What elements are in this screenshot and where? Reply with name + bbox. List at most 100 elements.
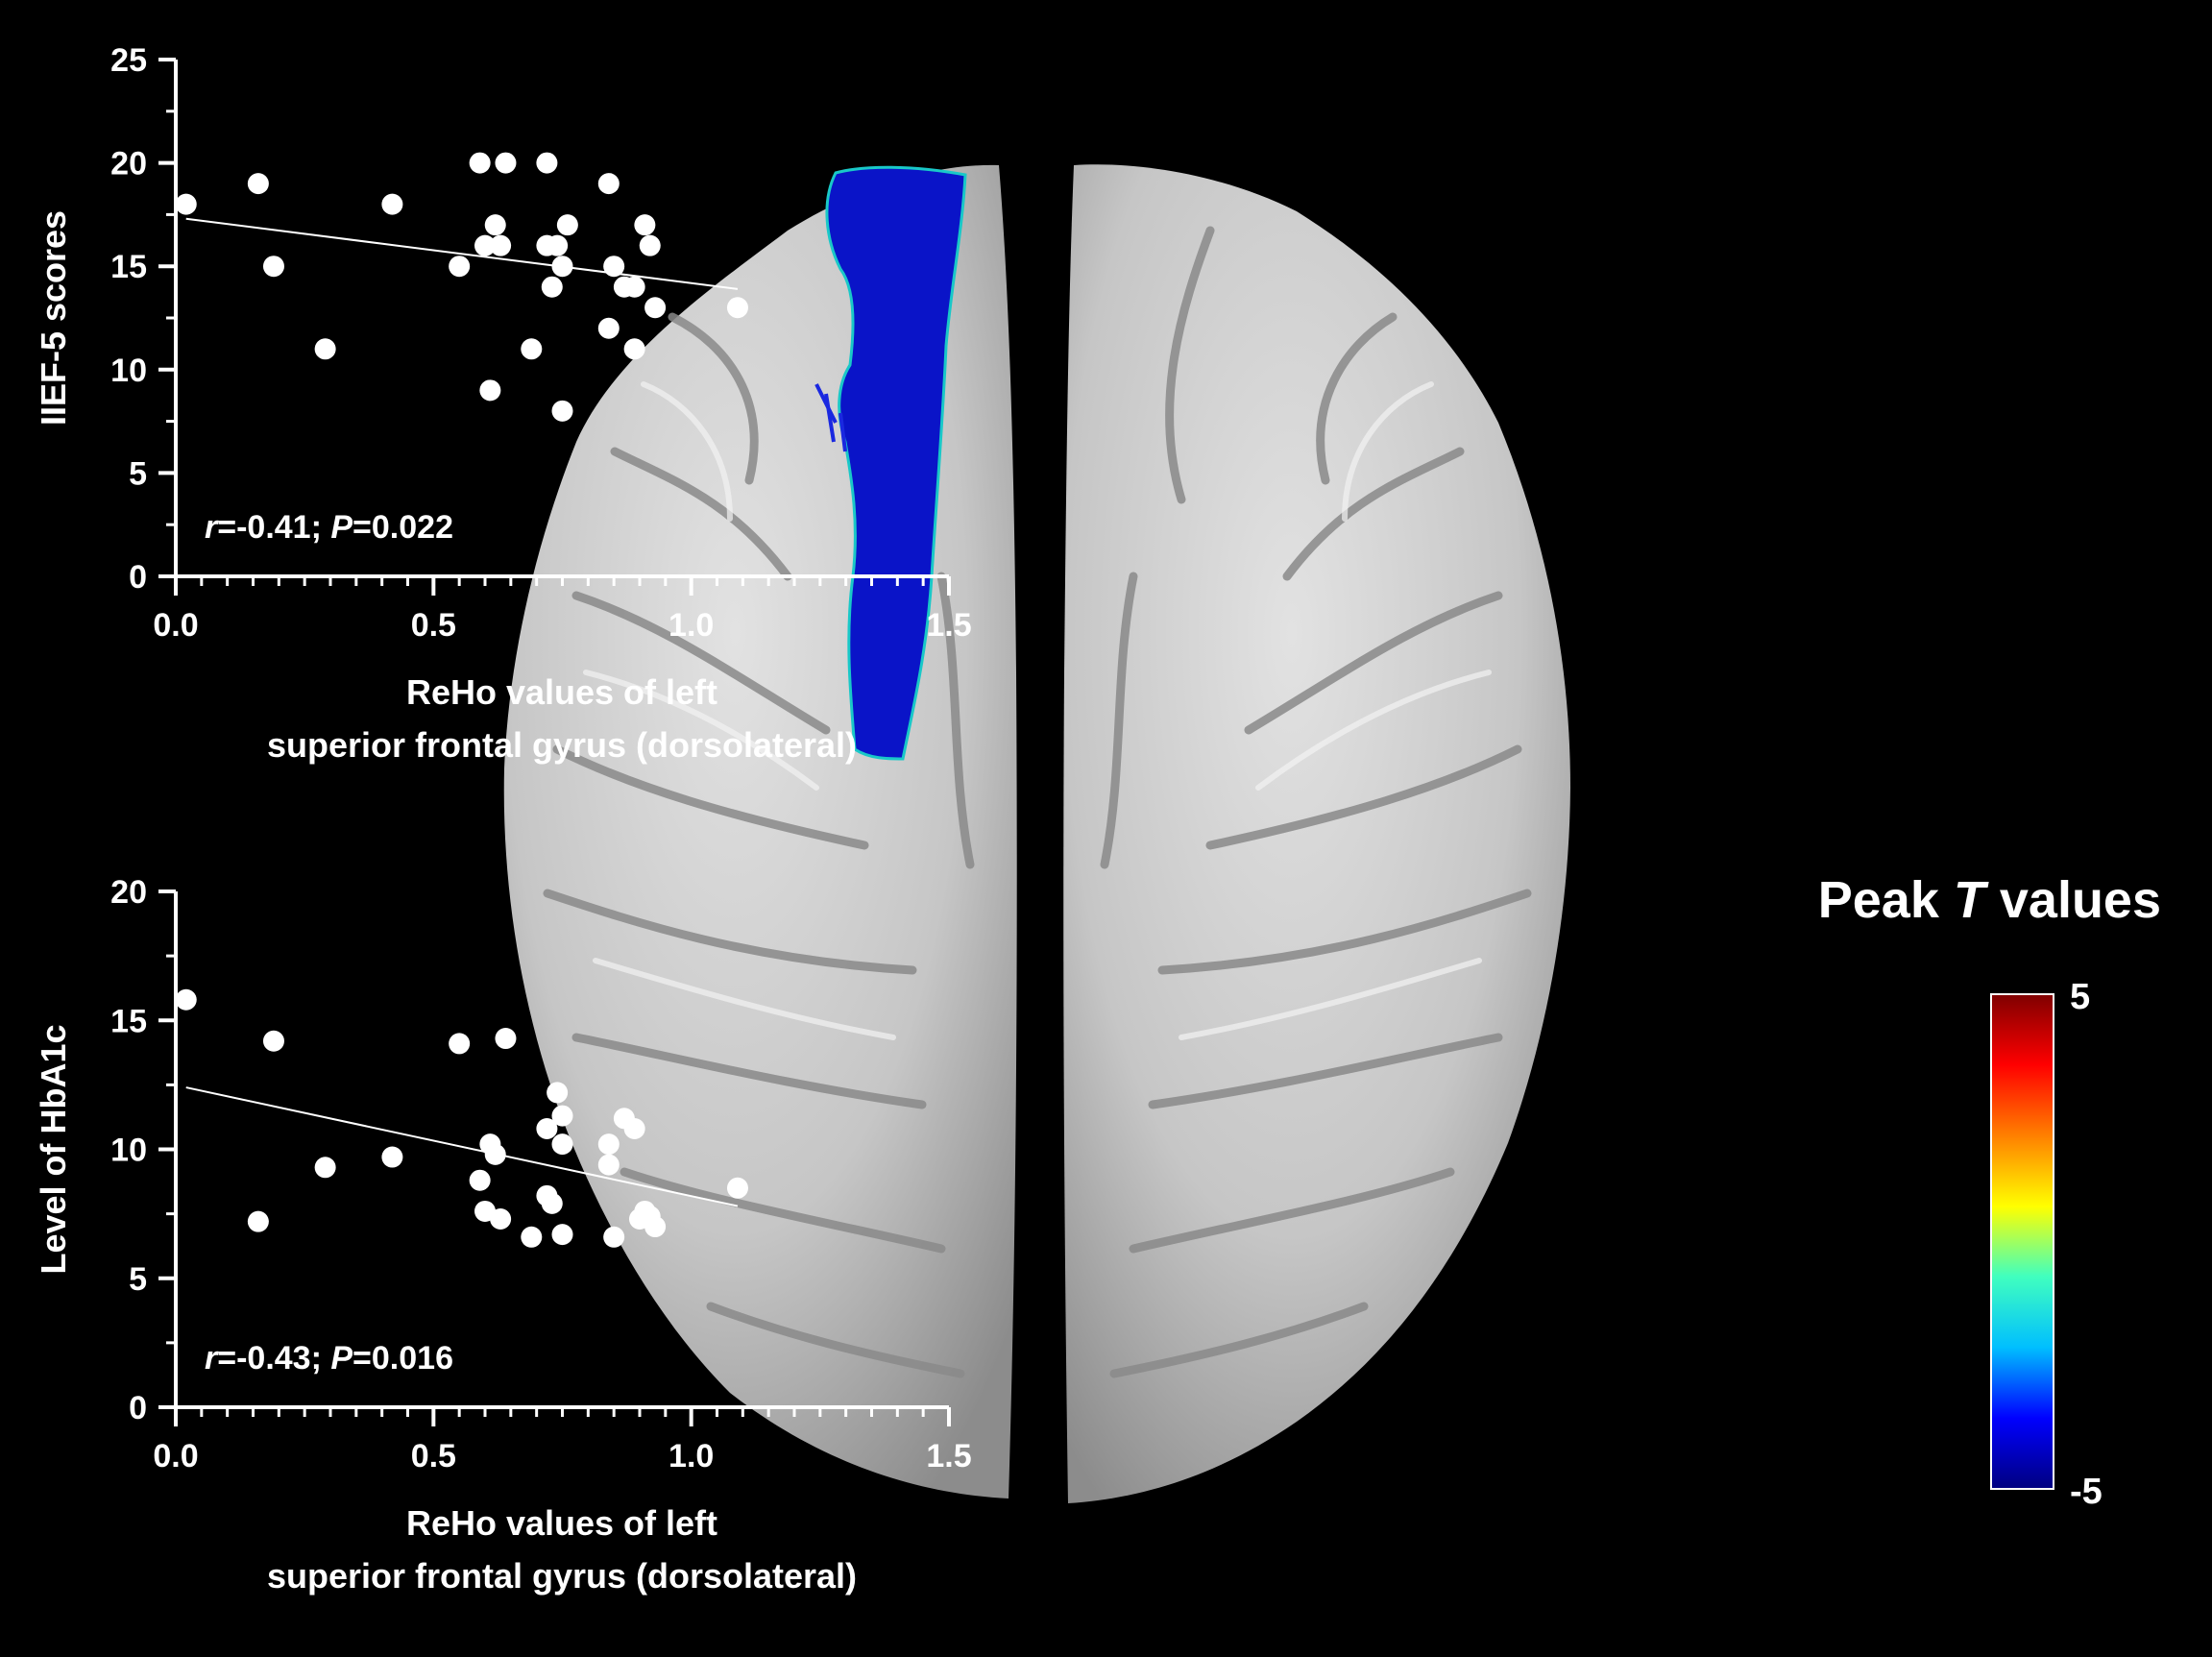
data-point (495, 1028, 517, 1050)
data-point (726, 1177, 748, 1199)
data-point (469, 152, 491, 174)
data-point (175, 193, 197, 215)
data-point (314, 1157, 336, 1179)
y-tick-label: 20 (110, 874, 147, 911)
data-point (551, 1224, 573, 1246)
data-point (247, 173, 269, 195)
data-point (474, 234, 496, 256)
data-point (449, 1033, 471, 1055)
data-point (639, 234, 661, 256)
r-value: =-0.41; (217, 509, 330, 546)
data-point (551, 400, 573, 422)
x-tick-label: 1.0 (668, 607, 714, 644)
y-tick-label: 0 (129, 1390, 147, 1426)
x-tick-label: 1.5 (926, 607, 971, 644)
data-point (541, 1192, 563, 1214)
data-point (541, 276, 563, 298)
x-axis-label-line1: ReHo values of left (406, 1503, 717, 1543)
p-symbol: P (330, 1340, 352, 1377)
p-symbol: P (330, 509, 352, 546)
data-point (623, 338, 645, 360)
x-tick-label: 0.5 (411, 1438, 456, 1474)
data-point (469, 1169, 491, 1191)
x-tick-label: 1.5 (926, 1438, 971, 1474)
x-tick-label: 0.0 (153, 607, 198, 644)
y-tick-label: 0 (129, 559, 147, 596)
p-value: =0.022 (352, 509, 453, 546)
r-value: =-0.43; (217, 1340, 330, 1377)
data-point (262, 256, 284, 278)
gyri-highlights (583, 381, 1492, 1040)
y-tick-label: 20 (110, 146, 147, 183)
trend-line (185, 1086, 739, 1207)
data-point (551, 1105, 573, 1127)
data-point (536, 1118, 558, 1140)
stats-annotation: r=-0.41; P=0.022 (205, 509, 453, 546)
data-point (726, 297, 748, 319)
scatter-plot-hba1c: 0 5 10 15 20 0.0 0.5 1.0 1.5 Level of HbA1c ReH… (34, 874, 972, 1596)
y-tick-label: 15 (110, 1003, 147, 1039)
x-tick-label: 1.0 (668, 1438, 714, 1474)
x-axis-label-line1: ReHo values of left (406, 672, 717, 712)
data-point (484, 214, 506, 236)
y-axis-label: Level of HbA1c (34, 1024, 73, 1274)
data-point (262, 1030, 284, 1052)
data-point (521, 338, 543, 360)
y-axis-label: IIEF-5 scores (34, 210, 73, 426)
r-symbol: r (205, 509, 219, 546)
data-point (521, 1226, 543, 1248)
y-tick-label: 10 (110, 1133, 147, 1169)
y-tick-label: 25 (110, 42, 147, 79)
data-point (381, 1146, 403, 1168)
data-point (644, 297, 667, 319)
data-point (547, 234, 569, 256)
data-point (490, 1207, 512, 1230)
data-point (623, 1118, 645, 1140)
blue-cluster-speckles (814, 383, 847, 452)
y-tick-label: 5 (129, 455, 147, 492)
data-point (634, 214, 656, 236)
trend-line (185, 217, 739, 290)
y-tick-label: 5 (129, 1261, 147, 1298)
data-point (247, 1210, 269, 1232)
data-point (644, 1216, 667, 1238)
data-point (603, 256, 625, 278)
x-tick-label: 0.5 (411, 607, 456, 644)
colorbar-gradient (1990, 993, 2054, 1490)
data-point (175, 988, 197, 1011)
data-point (603, 1226, 625, 1248)
colorbar-min-label: -5 (2070, 1472, 2103, 1512)
data-point (479, 379, 501, 402)
y-tick-label: 15 (110, 249, 147, 285)
data-point (490, 234, 512, 256)
gyri-folds (543, 226, 1532, 1378)
brain-surface-render (503, 164, 1570, 1503)
colorbar: Peak T values 5 -5 (1818, 871, 2161, 1512)
colorbar-title: Peak T values (1818, 871, 2161, 929)
data-point (597, 173, 620, 195)
x-axis-label-line2: superior frontal gyrus (dorsolateral) (267, 725, 857, 765)
x-tick-label: 0.0 (153, 1438, 198, 1474)
data-point (484, 1143, 506, 1165)
data-point (495, 152, 517, 174)
data-point (597, 317, 620, 339)
p-value: =0.016 (352, 1340, 453, 1377)
blue-cluster-left-sfg (825, 165, 967, 761)
data-point (556, 214, 578, 236)
data-point (623, 276, 645, 298)
data-point (536, 152, 558, 174)
data-point (551, 1133, 573, 1156)
data-point (547, 1082, 569, 1104)
right-hemisphere (1063, 164, 1570, 1503)
data-point (597, 1133, 620, 1156)
scatter-plot-iief: 0 5 10 15 20 25 0.0 0.5 1.0 1.5 IIEF-5 scores Re… (34, 42, 972, 765)
colorbar-max-label: 5 (2070, 977, 2090, 1017)
data-point (597, 1154, 620, 1176)
data-point (314, 338, 336, 360)
y-tick-label: 10 (110, 353, 147, 389)
data-point (449, 256, 471, 278)
stats-annotation: r=-0.43; P=0.016 (205, 1340, 453, 1377)
data-point (381, 193, 403, 215)
data-point (551, 256, 573, 278)
